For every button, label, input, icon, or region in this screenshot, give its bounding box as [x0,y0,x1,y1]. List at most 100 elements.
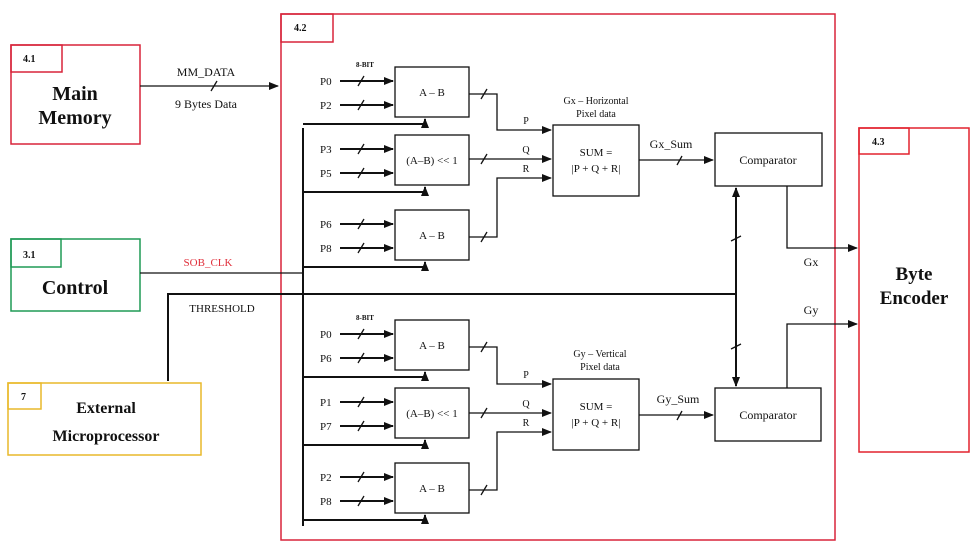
gy-comparator-label: Comparator [739,408,796,422]
bus-slash [357,143,365,155]
mm-data-label: MM_DATA [177,65,236,79]
bus-slash [357,75,365,87]
main-memory-block[interactable]: 4.1 Main Memory [10,44,141,145]
pixel-input-label: P6 [320,219,332,231]
sob-clk-label: SOB_CLK [184,257,233,269]
byte-encoder-id: 4.3 [872,137,885,148]
pixel-input-label: P8 [320,243,332,255]
difference-output-wire [469,428,552,491]
pixel-input-label: P0 [320,329,332,341]
difference-unit-box [394,66,470,118]
sum-input-label: P [523,370,529,381]
pixel-input-label: P2 [320,472,332,484]
gy-bit-label: 8-BIT [356,314,374,322]
main-memory-frame [10,44,141,145]
gx-sum-label: Gx_Sum [650,137,693,151]
byte-encoder-block[interactable]: 4.3 Byte Encoder [858,127,970,453]
pixel-input-label: P3 [320,144,332,156]
gy-comparator[interactable]: Comparator [714,387,822,442]
sum-input-label: Q [522,145,530,156]
gy-comparator-box [714,387,822,442]
pixel-input-label: P0 [320,76,332,88]
pixel-input-label: P5 [320,168,332,180]
difference-unit-box [394,209,470,261]
difference-unit-op: A – B [419,230,445,242]
gx-sum-line-1: SUM = [580,147,613,159]
control-id-tab [10,238,62,268]
clock-feed-wire [303,439,429,449]
sum-input-label: R [523,164,530,175]
pixel-input-label: P2 [320,100,332,112]
bus-slash [357,396,365,408]
bus-slash [480,88,488,100]
gx-sum-caption-1: Gx – Horizontal [564,96,629,107]
bus-slash [357,471,365,483]
byte-encoder-id-tab [858,127,910,155]
bus-slash [676,410,683,421]
difference-unit-box [394,462,470,514]
bus-slash [480,484,488,496]
difference-unit-op: A – B [419,340,445,352]
bus-slash [357,420,365,432]
control-id: 3.1 [23,250,36,261]
clock-feed-wire [303,261,429,271]
microprocessor-frame [7,382,202,456]
gy-output-label: Gy [804,303,819,317]
bus-slash [480,407,488,419]
pixel-input-label: P7 [320,421,332,433]
sum-input-label: Q [522,399,530,410]
bus-slash [480,231,488,243]
threshold-label: THRESHOLD [189,303,254,315]
pixel-input-label: P1 [320,397,332,409]
difference-output-wire [469,346,552,388]
gx-output-label: Gx [804,255,819,269]
gy-sum-box [552,378,640,451]
gx-comparator[interactable]: Comparator [714,132,823,187]
clock-feed-wire [303,514,429,524]
bus-slash [357,218,365,230]
gx-output-wire [786,186,858,252]
bus-slash [357,242,365,254]
control-block[interactable]: 3.1 Control [10,238,141,312]
bus-slash [730,235,742,242]
difference-unit-op: A – B [419,483,445,495]
bus-slash [357,495,365,507]
bus-slash [210,80,218,92]
main-memory-title-2: Memory [38,107,111,129]
mm-data-desc: 9 Bytes Data [175,97,238,111]
gy-sum-caption-1: Gy – Vertical [573,349,626,360]
main-memory-title-1: Main [52,83,98,105]
clock-feed-wire [303,371,429,381]
gy-output-wire [786,320,858,388]
pixel-input-label: P6 [320,353,332,365]
sobel-block-id-tab [280,13,334,43]
microprocessor-title-1: External [76,400,136,417]
external-microprocessor-block[interactable]: 7 External Microprocessor [7,382,202,456]
gx-sum-block[interactable]: SUM = |P + Q + R| [552,124,640,197]
gy-sum-block[interactable]: SUM = |P + Q + R| [552,378,640,451]
bus-slash [357,99,365,111]
sum-input-label: R [523,418,530,429]
main-memory-id: 4.1 [23,54,36,65]
difference-unit-op: A – B [419,87,445,99]
bus-slash [676,155,683,166]
gx-comparator-box [714,132,823,187]
gy-sum-line-2: |P + Q + R| [572,417,621,429]
difference-unit-op: (A–B) << 1 [406,408,458,420]
microprocessor-title-2: Microprocessor [53,428,160,445]
threshold-wire [167,293,736,381]
byte-encoder-frame [858,127,970,453]
sobel-block-frame [280,13,836,541]
bus-slash [730,343,742,350]
difference-output-wire [469,93,552,134]
gx-comparator-label: Comparator [739,153,796,167]
byte-encoder-title-2: Encoder [880,288,949,309]
difference-unit-op: (A–B) << 1 [406,155,458,167]
gy-sum-label: Gy_Sum [657,392,700,406]
